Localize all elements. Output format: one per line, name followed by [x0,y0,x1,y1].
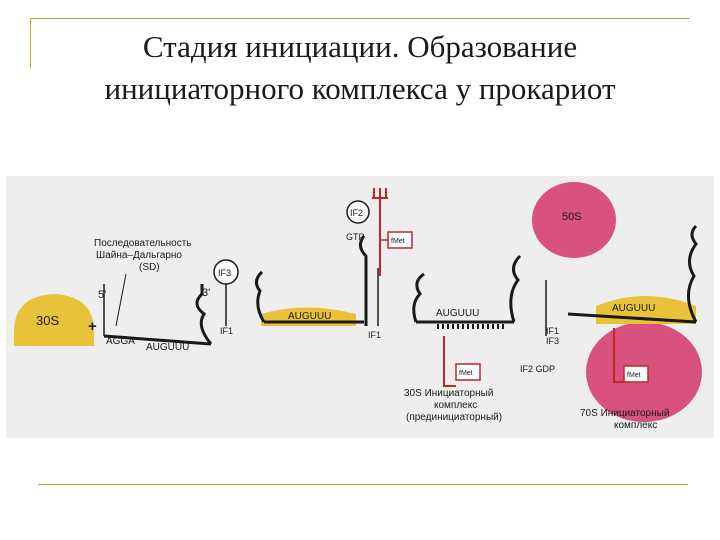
initiator-trna-3 [613,328,624,383]
initiation-diagram: 30S + Последовательность Шайна–Дальгарно… [6,176,714,438]
label-auguuu-2: AUGUUU [288,311,331,322]
fmet-box-3 [623,365,649,383]
mrna-strand-1 [103,334,212,346]
label-sd-line1: Последовательность [94,238,191,249]
label-sd-line3: (SD) [139,262,160,273]
label-if1-c: IF1 [546,326,559,336]
label-if3: IF3 [218,268,231,278]
subunit-30s-free [14,294,94,346]
label-auguuu-4: AUGUUU [612,303,655,314]
label-3-prime: 3' [202,287,210,299]
label-if3-c: IF3 [546,336,559,346]
initiation-figure: 30S + Последовательность Шайна–Дальгарно… [6,176,714,438]
mrna-3-loop-3 [509,254,522,323]
if2-factor-circle [346,200,370,224]
label-gtp: GTP [346,232,365,242]
label-fmet-2: fMet [459,370,473,377]
initiator-trna-1 [372,188,388,276]
label-70s-complex-2: комплекс [614,420,657,431]
mrna-3-end [195,284,213,345]
label-if2: IF2 [350,208,363,218]
sd-pointer-line [115,273,127,327]
slide-title: Стадия инициации. Образование инициаторн… [30,26,690,110]
mrna-3-loop-2 [359,235,368,326]
label-70s-complex-1: 70S Инициаторный [580,408,669,419]
mrna-3-loop-4 [687,224,698,323]
label-if2-gdp: IF2 GDP [520,364,555,374]
label-5-prime: 5' [98,289,106,301]
label-agga: AGGA [106,336,135,347]
label-if1-a: IF1 [220,326,233,336]
label-if1-b: IF1 [368,330,381,340]
top-border-line [30,18,690,19]
label-50s: 50S [562,211,582,223]
title-line-1: Стадия инициации. Образование [142,29,578,64]
label-fmet-1: fMet [391,238,405,245]
left-border-line [30,18,31,68]
initiator-trna-2 [443,336,456,387]
label-sd-line2: Шайна–Дальгарно [96,250,182,261]
label-30s-complex-1: 30S Инициаторный [404,388,493,399]
label-auguuu-3: AUGUUU [436,308,479,319]
label-fmet-3: fMet [627,372,641,379]
label-auguuu-1: AUGUUU [146,342,189,353]
label-30s-complex-2: комплекс [434,400,477,411]
mrna-5-loop-2 [255,270,266,323]
fmet-box-2 [455,363,481,381]
mrna-strand-4 [567,312,697,324]
title-line-2: инициаторного комплекса у прокариот [104,71,616,106]
subunit-50s-free [532,182,616,258]
label-30s: 30S [36,313,59,328]
mrna-5-loop-3 [412,272,425,323]
plus-sign: + [88,318,97,335]
label-30s-complex-3: (прединициаторный) [406,412,502,423]
bottom-border-line [38,484,688,485]
codon-ticks-3 [436,324,506,329]
